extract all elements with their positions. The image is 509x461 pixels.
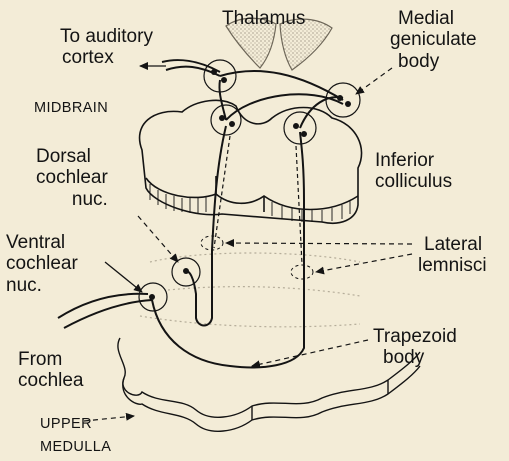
arrow-lemniscus-left	[226, 243, 412, 244]
lateral-lemnisci-line-2: lemnisci	[418, 255, 487, 276]
auditory-cortex-line-1: To auditory	[60, 26, 153, 47]
medial-geniculate-line-2: geniculate	[390, 29, 477, 50]
arrow-medial-geniculate	[356, 68, 392, 94]
inferior-colliculus-line-1: Inferior	[375, 150, 452, 171]
dorsal-cochlear-label: Dorsal cochlear nuc.	[36, 146, 108, 210]
thalamus-label: Thalamus	[222, 8, 305, 29]
medial-geniculate-line-1: Medial	[398, 8, 477, 29]
medial-geniculate-label: Medial geniculate body	[398, 8, 477, 72]
inferior-colliculus-label: Inferior colliculus	[375, 150, 452, 193]
dorsal-cochlear-line-3: nuc.	[36, 189, 108, 210]
lateral-lemnisci-line-1: Lateral	[418, 234, 487, 255]
lateral-lemnisci-label: Lateral lemnisci	[418, 234, 487, 277]
trapezoid-body-line-1: Trapezoid	[373, 326, 457, 347]
trapezoid-body-label: Trapezoid body	[373, 326, 457, 369]
from-cochlea-line-1: From	[18, 349, 84, 370]
arrow-lemniscus-right	[316, 254, 412, 272]
upper-medulla-label: UPPER MEDULLA	[40, 413, 111, 459]
from-cochlea-label: From cochlea	[18, 349, 84, 392]
upper-medulla-line-2: MEDULLA	[40, 436, 111, 459]
arrow-ventral-cochlear	[105, 262, 142, 292]
ventral-cochlear-line-1: Ventral	[6, 232, 78, 253]
from-cochlea-line-2: cochlea	[18, 370, 84, 391]
auditory-cortex-label: To auditory cortex	[60, 26, 153, 69]
auditory-cortex-line-2: cortex	[60, 47, 153, 68]
lemniscus-circles	[201, 236, 313, 279]
midbrain-label: MIDBRAIN	[34, 100, 108, 116]
ventral-cochlear-line-3: nuc.	[6, 275, 78, 296]
medial-geniculate-line-3: body	[398, 51, 477, 72]
dorsal-cochlear-line-1: Dorsal	[36, 146, 108, 167]
ventral-cochlear-line-2: cochlear	[6, 253, 78, 274]
trapezoid-body-line-2: body	[373, 347, 457, 368]
upper-medulla-line-1: UPPER	[40, 413, 111, 436]
ventral-cochlear-label: Ventral cochlear nuc.	[6, 232, 78, 296]
midbrain-shape	[140, 100, 362, 223]
arrow-dorsal-cochlear	[138, 216, 178, 262]
inferior-colliculus-line-2: colliculus	[375, 171, 452, 192]
dorsal-cochlear-line-2: cochlear	[36, 167, 108, 188]
brainstem-outline	[140, 253, 360, 327]
arrow-trapezoid-body	[252, 340, 368, 366]
